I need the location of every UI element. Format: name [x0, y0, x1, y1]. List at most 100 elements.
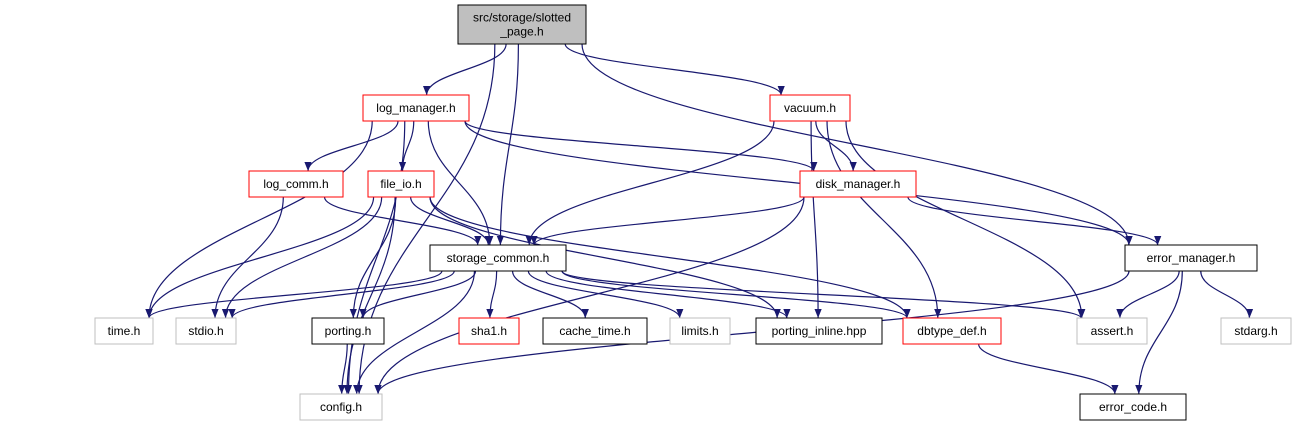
edge-vacuum-to-dbtype_def [826, 120, 942, 319]
node-error-code[interactable]: error_code.h [1079, 393, 1187, 421]
node-label: stdio.h [188, 324, 223, 338]
edge-storage_common-to-cache_time [511, 270, 589, 319]
edge-log_manager-to-file_io [398, 120, 415, 172]
node-label: src/storage/slotted [473, 11, 571, 25]
edge-log_comm-to-storage_common [323, 196, 482, 246]
node-sha1[interactable]: sha1.h [458, 317, 520, 345]
node-box [1079, 393, 1187, 421]
node-slotted-page[interactable]: src/storage/slotted_page.h [457, 4, 587, 45]
node-box [1220, 317, 1292, 345]
node-label: time.h [108, 324, 141, 338]
node-box [362, 94, 470, 122]
edge-storage_common-to-limits [527, 270, 684, 319]
node-label: log_manager.h [376, 101, 455, 115]
edge-storage_common-to-dbtype_def [561, 270, 911, 319]
node-box [1076, 317, 1148, 345]
edge-slotted_page-to-vacuum [564, 43, 785, 96]
edge-file_io-to-stdio [221, 196, 383, 319]
node-disk-manager[interactable]: disk_manager.h [799, 170, 917, 198]
node-storage-common[interactable]: storage_common.h [429, 244, 567, 272]
node-label: file_io.h [380, 177, 421, 191]
node-box [458, 317, 520, 345]
node-log-comm[interactable]: log_comm.h [248, 170, 344, 198]
edge-vacuum-to-assert [845, 120, 1086, 319]
node-box [755, 317, 883, 345]
node-box [299, 393, 383, 421]
node-config[interactable]: config.h [299, 393, 383, 421]
edge-disk_manager-to-config [374, 196, 805, 395]
edge-log_manager-to-config [344, 120, 406, 395]
edge-slotted_page-to-log_manager [423, 43, 507, 96]
node-box [1124, 244, 1258, 272]
edge-disk_manager-to-storage_common [530, 196, 805, 246]
node-box [799, 170, 917, 198]
node-box [457, 4, 587, 45]
edge-log_comm-to-stdio [211, 196, 284, 319]
node-label: limits.h [681, 324, 718, 338]
edge-dbtype_def-to-error_code [978, 343, 1119, 395]
edge-slotted_page-to-error_manager [581, 43, 1133, 246]
node-label: vacuum.h [784, 101, 836, 115]
node-box [248, 170, 344, 198]
node-stdarg[interactable]: stdarg.h [1220, 317, 1292, 345]
edge-storage_common-to-assert [561, 270, 1085, 319]
node-file-io[interactable]: file_io.h [367, 170, 435, 198]
edge-file_io-to-time [145, 196, 375, 319]
node-label: config.h [320, 400, 362, 414]
node-limits[interactable]: limits.h [669, 317, 731, 345]
edge-file_io-to-storage_common [410, 196, 492, 246]
edge-vacuum-to-storage_common [525, 120, 775, 246]
node-box [542, 317, 648, 345]
node-vacuum[interactable]: vacuum.h [769, 94, 851, 122]
node-label: _page.h [499, 25, 543, 39]
edge-storage_common-to-stdio [228, 270, 455, 319]
edge-error_manager-to-assert [1116, 270, 1180, 319]
edge-storage_common-to-porting [359, 270, 477, 319]
edge-disk_manager-to-error_manager [907, 196, 1162, 246]
edge-storage_common-to-sha1 [486, 270, 498, 319]
node-box [902, 317, 1002, 345]
edge-error_manager-to-error_code [1135, 270, 1183, 395]
node-label: storage_common.h [447, 251, 550, 265]
node-label: error_manager.h [1147, 251, 1236, 265]
edge-log_manager-to-disk_manager [464, 120, 818, 172]
node-label: disk_manager.h [816, 177, 901, 191]
edge-error_manager-to-stdarg [1200, 270, 1254, 319]
edge-error_manager-to-config [374, 270, 1130, 395]
node-dbtype-def[interactable]: dbtype_def.h [902, 317, 1002, 345]
edges-layer [145, 43, 1254, 395]
edge-storage_common-to-config [353, 270, 476, 395]
node-label: porting_inline.hpp [772, 324, 867, 338]
edge-log_manager-to-log_comm [304, 120, 399, 172]
edge-vacuum-to-porting_inline [810, 120, 822, 319]
node-time[interactable]: time.h [94, 317, 154, 345]
node-log-manager[interactable]: log_manager.h [362, 94, 470, 122]
node-stdio[interactable]: stdio.h [175, 317, 237, 345]
edge-log_manager-to-time [145, 120, 373, 319]
node-error-manager[interactable]: error_manager.h [1124, 244, 1258, 272]
node-label: log_comm.h [263, 177, 328, 191]
node-label: sha1.h [471, 324, 507, 338]
node-cache-time[interactable]: cache_time.h [542, 317, 648, 345]
node-label: dbtype_def.h [917, 324, 986, 338]
node-porting[interactable]: porting.h [311, 317, 385, 345]
node-box [769, 94, 851, 122]
edge-file_io-to-porting_inline [429, 196, 781, 319]
node-box [669, 317, 731, 345]
node-box [175, 317, 237, 345]
node-label: cache_time.h [559, 324, 630, 338]
node-label: assert.h [1091, 324, 1134, 338]
node-box [429, 244, 567, 272]
edge-storage_common-to-time [145, 270, 443, 319]
nodes-layer: src/storage/slotted_page.h log_manager.h v… [94, 4, 1292, 421]
node-assert[interactable]: assert.h [1076, 317, 1148, 345]
node-label: error_code.h [1099, 400, 1167, 414]
edge-porting-to-config [338, 343, 348, 395]
edge-log_manager-to-storage_common [427, 120, 494, 246]
edge-file_io-to-config [343, 196, 396, 395]
edge-log_manager-to-error_manager [464, 120, 1133, 246]
node-porting-inline[interactable]: porting_inline.hpp [755, 317, 883, 345]
node-box [311, 317, 385, 345]
